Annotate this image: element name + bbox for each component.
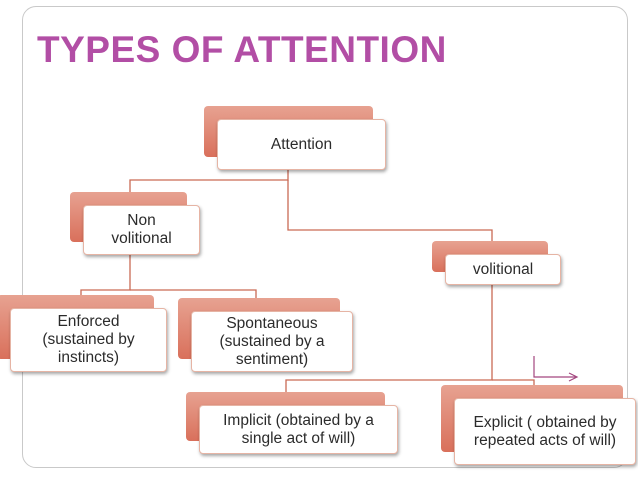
node-label-enforced: Enforced (sustained by instincts) [42,313,135,366]
node-label-explicit: Explicit ( obtained by repeated acts of … [473,413,617,449]
node-label-non-volitional: Non volitional [111,212,172,247]
node-label-attention: Attention [270,135,333,153]
node-attention: Attention [204,106,386,170]
node-label-implicit: Implicit (obtained by a single act of wi… [223,411,374,447]
node-box: Implicit (obtained by a single act of wi… [199,405,398,454]
node-label-spontaneous: Spontaneous (sustained by a sentiment) [219,314,325,368]
node-box: volitional [445,254,561,285]
node-implicit: Implicit (obtained by a single act of wi… [186,392,398,454]
slide-title: TYPES OF ATTENTION [37,29,447,70]
node-enforced: Enforced (sustained by instincts) [0,295,167,372]
node-box: Attention [217,119,386,170]
node-explicit: Explicit ( obtained by repeated acts of … [441,385,636,465]
node-volitional: volitional [432,241,561,285]
node-box: Explicit ( obtained by repeated acts of … [454,398,636,465]
node-box: Spontaneous (sustained by a sentiment) [191,311,353,372]
node-spontaneous: Spontaneous (sustained by a sentiment) [178,298,353,372]
decorative-arrow-line [533,356,576,378]
node-box: Enforced (sustained by instincts) [10,308,167,372]
node-label-volitional: volitional [472,260,534,278]
node-non-volitional: Non volitional [70,192,200,255]
node-box: Non volitional [83,205,200,255]
decorative-arrow-head [568,372,579,382]
